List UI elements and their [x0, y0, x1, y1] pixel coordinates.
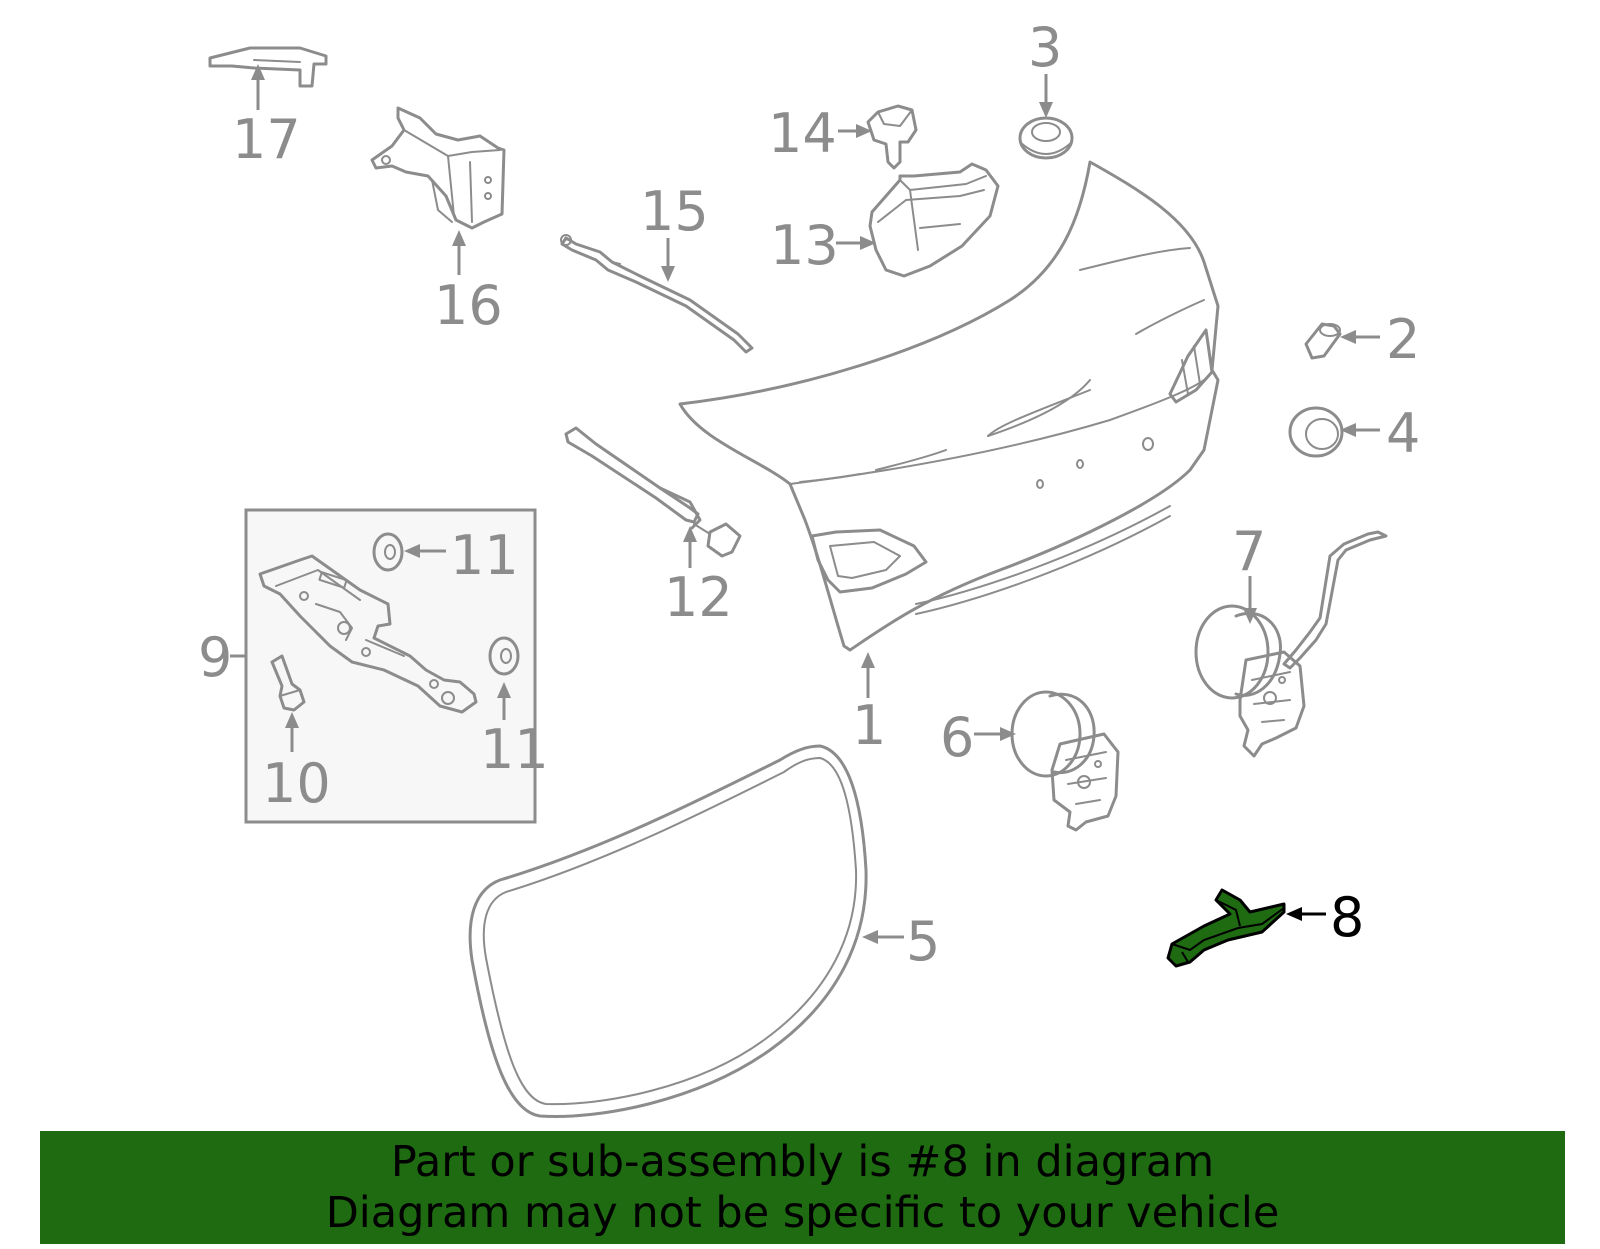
arrow-15: [661, 238, 675, 282]
callout-8[interactable]: 8: [1330, 886, 1364, 949]
callout-4[interactable]: 4: [1386, 402, 1420, 465]
part-9-shape[interactable]: [258, 554, 478, 714]
part-11-lower-shape[interactable]: [488, 636, 520, 676]
part-6-shape[interactable]: [1010, 690, 1120, 832]
part-7-shape[interactable]: [1194, 530, 1388, 758]
callout-13[interactable]: 13: [770, 214, 839, 277]
callout-3[interactable]: 3: [1028, 16, 1062, 79]
callout-1[interactable]: 1: [852, 694, 886, 757]
arrow-11-upper: [404, 544, 446, 558]
part-15-shape[interactable]: [560, 234, 754, 354]
arrow-10: [285, 712, 299, 752]
callout-16[interactable]: 16: [434, 274, 503, 337]
info-banner: Part or sub-assembly is #8 in diagram Di…: [40, 1131, 1565, 1244]
part-4-shape[interactable]: [1288, 406, 1344, 458]
part-8-shape[interactable]: [1166, 888, 1286, 968]
callout-7[interactable]: 7: [1232, 520, 1266, 583]
arrow-5: [862, 930, 904, 944]
callout-17[interactable]: 17: [232, 108, 301, 171]
arrow-8: [1286, 907, 1326, 921]
callout-5[interactable]: 5: [906, 910, 940, 973]
arrow-6: [974, 727, 1016, 741]
callout-11-upper[interactable]: 11: [450, 524, 519, 587]
part-13-shape[interactable]: [868, 162, 1000, 278]
callout-2[interactable]: 2: [1386, 308, 1420, 371]
callout-11-lower[interactable]: 11: [480, 718, 549, 781]
part-14-shape[interactable]: [866, 104, 918, 170]
callout-9[interactable]: 9: [198, 626, 232, 689]
part-17-shape[interactable]: [208, 46, 328, 88]
arrow-13: [836, 236, 876, 250]
arrow-1: [861, 652, 875, 698]
banner-line-2: Diagram may not be specific to your vehi…: [325, 1188, 1280, 1238]
callout-14[interactable]: 14: [768, 102, 837, 165]
arrow-16: [452, 230, 466, 275]
banner-line-1: Part or sub-assembly is #8 in diagram: [390, 1137, 1215, 1187]
arrow-11-lower: [497, 682, 511, 720]
callout-10[interactable]: 10: [262, 752, 331, 815]
part-2-shape[interactable]: [1304, 322, 1342, 360]
callout-6[interactable]: 6: [940, 706, 974, 769]
arrow-14: [838, 124, 872, 138]
arrow-4: [1340, 423, 1380, 437]
part-10-shape[interactable]: [270, 654, 306, 712]
arrow-7: [1243, 576, 1257, 624]
part-3-shape[interactable]: [1018, 116, 1074, 160]
part-5-shape[interactable]: [468, 744, 868, 1118]
callout-15[interactable]: 15: [640, 180, 709, 243]
part-11-upper-shape[interactable]: [372, 532, 404, 572]
arrow-12: [683, 526, 697, 568]
callout-12[interactable]: 12: [664, 566, 733, 629]
arrow-3: [1039, 74, 1053, 118]
part-12-shape[interactable]: [564, 426, 742, 558]
arrow-2: [1340, 330, 1380, 344]
part-16-shape[interactable]: [370, 106, 506, 230]
part-1-shape[interactable]: [678, 160, 1220, 652]
arrow-17: [251, 64, 265, 110]
